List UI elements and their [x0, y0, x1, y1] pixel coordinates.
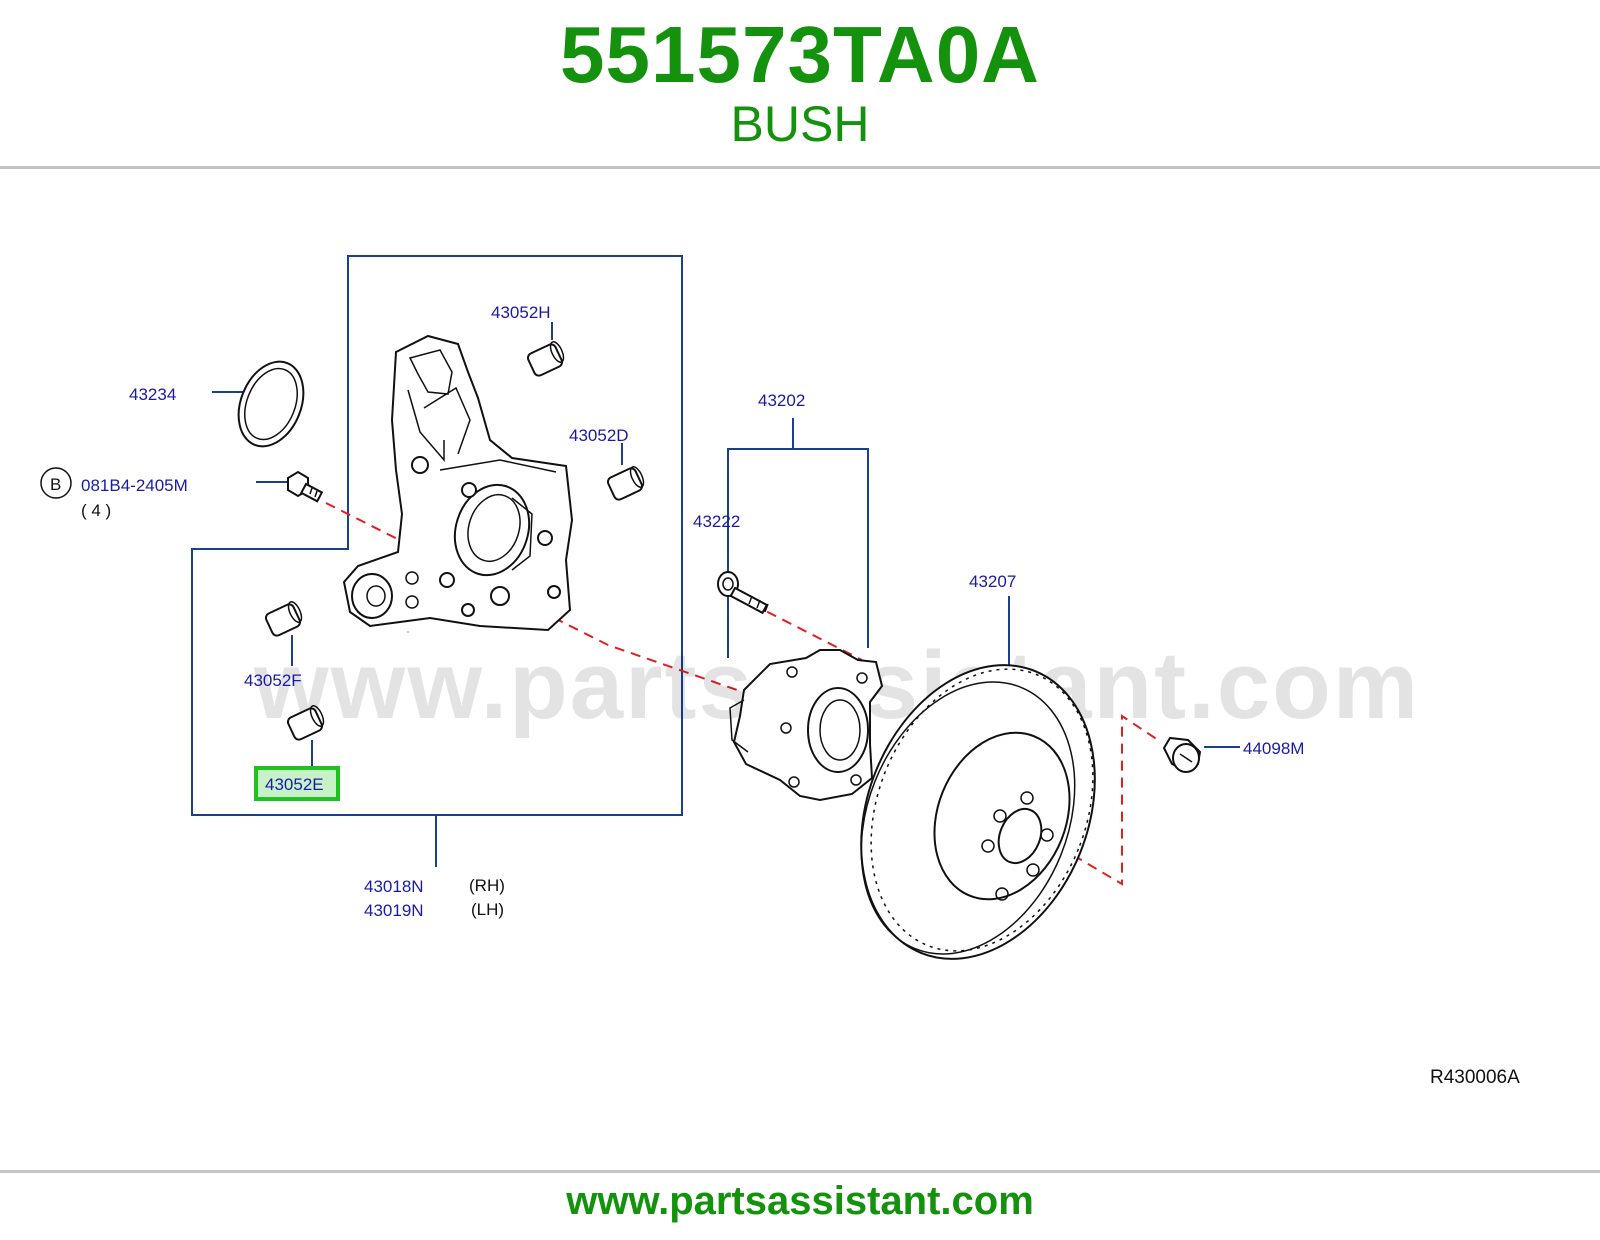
callout-43222[interactable]: 43222 [693, 512, 740, 531]
part-number-title: 551573TA0A [560, 10, 1040, 99]
callout-rh: (RH) [469, 876, 505, 895]
callout-43052e[interactable]: 43052E [265, 775, 324, 794]
callout-44098m[interactable]: 44098M [1243, 739, 1304, 758]
header-divider [0, 166, 1600, 169]
callout-bolt-quantity: ( 4 ) [81, 501, 111, 520]
callout-081b4-2405m[interactable]: 081B4-2405M [81, 476, 188, 495]
bush-43052d-drawing [606, 466, 645, 501]
hub-bolt-drawing [717, 571, 769, 615]
knuckle-bolt-drawing [287, 470, 324, 503]
hub-assembly-drawing [729, 649, 884, 802]
bush-43052f-drawing [264, 601, 303, 637]
explode-line-bolt-hub [751, 603, 863, 661]
callout-43052d[interactable]: 43052D [569, 426, 629, 445]
knuckle-drawing [342, 334, 574, 633]
callout-43019n[interactable]: 43019N [364, 901, 424, 920]
plug-screw-drawing [1162, 736, 1202, 773]
footer-site-link[interactable]: www.partsassistant.com [566, 1179, 1034, 1223]
highlight-box-43052e [254, 766, 340, 801]
callout-bolt-ref: B [50, 475, 61, 494]
callout-43052h[interactable]: 43052H [491, 303, 551, 322]
bush-43052e-drawing [286, 705, 325, 741]
callout-43207[interactable]: 43207 [969, 572, 1016, 591]
assembly-frame [191, 255, 683, 816]
parts-diagram: www.partsassistant.com [40, 255, 1520, 1088]
part-name-subtitle: BUSH [730, 96, 870, 152]
seal-ring-drawing [237, 360, 305, 448]
callout-43234[interactable]: 43234 [129, 385, 176, 404]
bolt-ref-circle [40, 467, 72, 499]
brake-disc-drawing [860, 664, 1096, 960]
callout-43018n[interactable]: 43018N [364, 877, 424, 896]
callout-43052f[interactable]: 43052F [244, 671, 302, 690]
drawing-reference: R430006A [1430, 1067, 1520, 1088]
callout-43202[interactable]: 43202 [758, 391, 805, 410]
callout-lh: (LH) [471, 900, 504, 919]
bush-43052h-drawing [526, 341, 565, 377]
footer-divider [0, 1170, 1600, 1173]
page-header: 551573TA0A BUSH [0, 0, 1600, 168]
